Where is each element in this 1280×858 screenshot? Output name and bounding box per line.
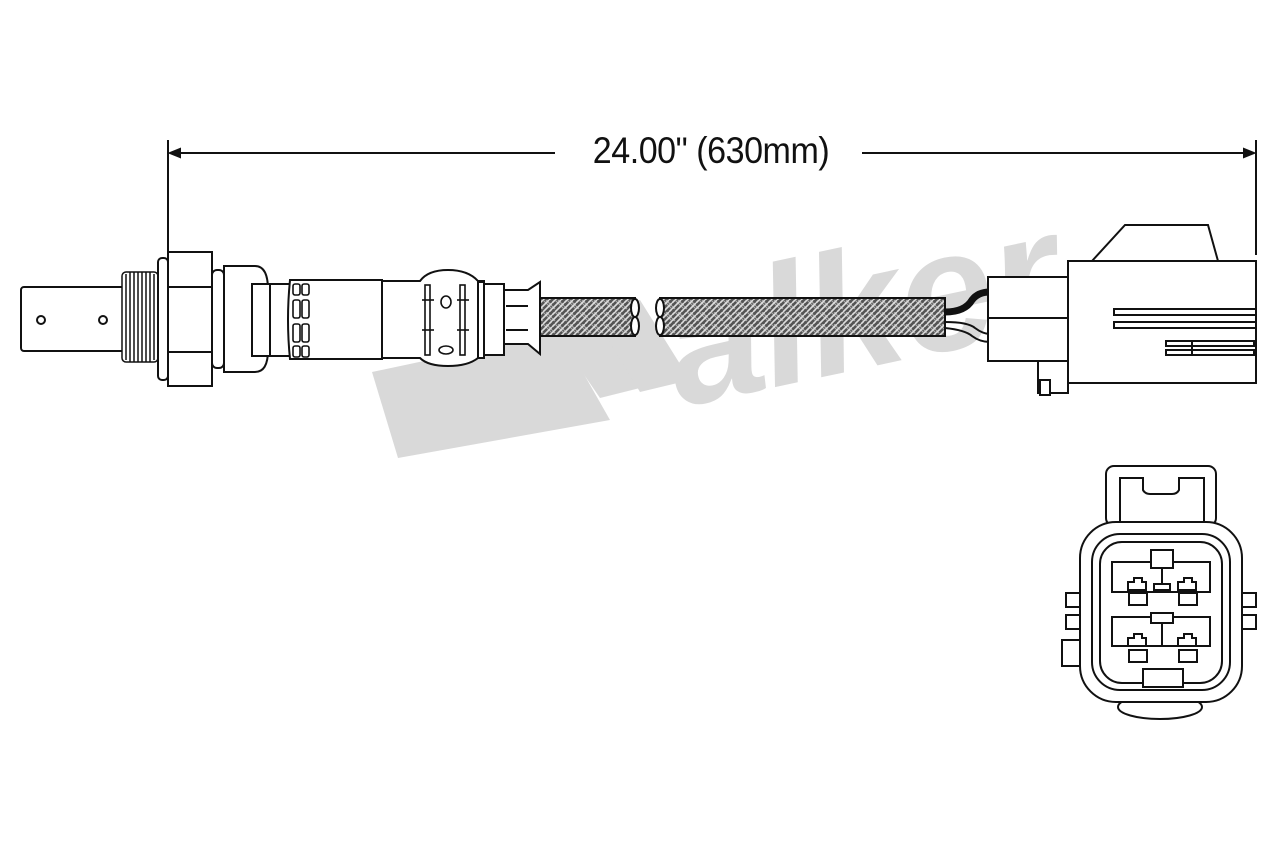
threaded-section [121, 271, 159, 363]
sensor-tip [20, 286, 132, 352]
connector-side-view [987, 224, 1257, 396]
connector-face-view [1061, 465, 1257, 720]
hex-nut [157, 251, 225, 387]
wire-leads [944, 288, 991, 343]
dimension-label: 24.00" (630mm) [568, 126, 854, 176]
dimension-line [167, 140, 1257, 255]
sensor-body [223, 265, 541, 373]
braided-cable [539, 297, 946, 337]
